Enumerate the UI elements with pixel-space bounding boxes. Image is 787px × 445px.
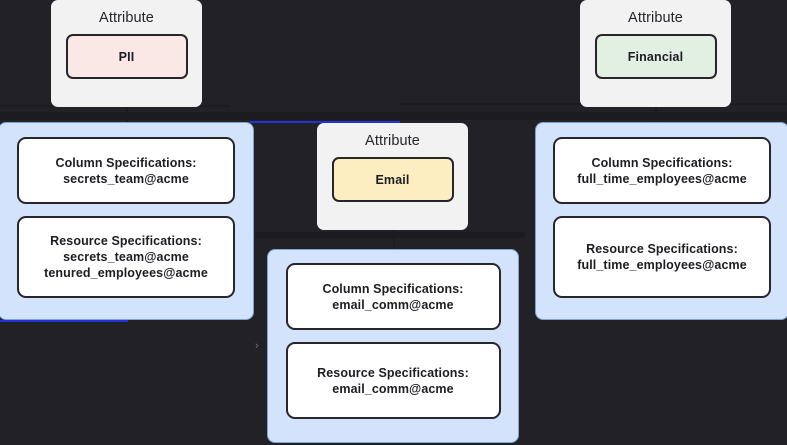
spec-heading: Resource Specifications: (586, 242, 738, 256)
attribute-badge-pii[interactable]: PII (65, 34, 188, 79)
edge-bus-main (0, 112, 787, 120)
spec-box-column-specifications[interactable]: Column Specifications: secrets_team@acme (17, 137, 235, 204)
attribute-type-label: Attribute (628, 10, 683, 26)
spec-box-resource-specifications[interactable]: Resource Specifications: full_time_emplo… (553, 216, 771, 298)
spec-panel-full-time-employees[interactable]: Column Specifications: full_time_employe… (535, 122, 787, 320)
spec-panel-secrets-team[interactable]: Column Specifications: secrets_team@acme… (0, 122, 254, 320)
spec-box-resource-specifications[interactable]: Resource Specifications: secrets_team@ac… (17, 216, 235, 298)
spec-item: secrets_team@acme (63, 171, 189, 186)
edge-email-branch (255, 232, 525, 238)
spec-heading: Column Specifications: (591, 155, 733, 170)
edge-financial-stub (655, 100, 657, 122)
spec-item: email_comm@acme (332, 297, 454, 312)
spec-item: full_time_employees@acme (577, 171, 747, 186)
spec-box-column-specifications[interactable]: Column Specifications: email_comm@acme (285, 263, 501, 330)
attribute-type-label: Attribute (365, 133, 420, 149)
spec-box-column-specifications[interactable]: Column Specifications: full_time_employe… (553, 137, 771, 204)
spec-panel-email-comm[interactable]: Column Specifications: email_comm@acme R… (267, 249, 519, 443)
selection-accent-bottom (0, 320, 128, 322)
spec-item: email_comm@acme (332, 381, 454, 396)
edge-pii-stub (126, 100, 128, 122)
expand-chevron-icon[interactable]: › (255, 340, 259, 352)
attribute-type-label: Attribute (99, 10, 154, 26)
spec-item: full_time_employees@acme (577, 258, 747, 272)
attribute-card-pii[interactable]: Attribute PII (51, 0, 202, 107)
attribute-badge-financial[interactable]: Financial (594, 34, 717, 79)
edge-email-stub (393, 228, 395, 250)
spec-heading: Column Specifications: (322, 281, 464, 296)
attribute-badge-email[interactable]: Email (331, 157, 454, 202)
attribute-card-email[interactable]: Attribute Email (317, 123, 468, 230)
attribute-card-financial[interactable]: Attribute Financial (580, 0, 731, 107)
spec-box-resource-specifications[interactable]: Resource Specifications: email_comm@acme (285, 342, 501, 419)
spec-item: secrets_team@acme (63, 250, 189, 264)
spec-item: tenured_employees@acme (44, 266, 208, 280)
spec-heading: Column Specifications: (55, 155, 197, 170)
spec-heading: Resource Specifications: (50, 234, 202, 248)
spec-heading: Resource Specifications: (317, 365, 469, 380)
selection-accent-top (250, 121, 400, 123)
